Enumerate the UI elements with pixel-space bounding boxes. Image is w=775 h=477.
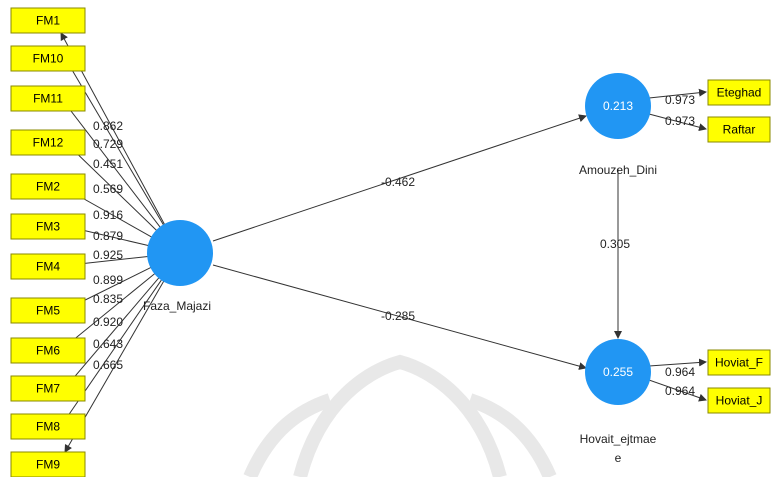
indicator-hoviat_f-label: Hoviat_F [715, 356, 763, 370]
indicator-fm7-box [10, 375, 86, 402]
indicator-fm3-box [10, 213, 86, 240]
indicator-fm12-label: FM12 [33, 136, 64, 150]
indicator-fm2[interactable]: FM2 [10, 173, 86, 200]
loading-label-fm1: 0.862 [93, 119, 123, 133]
loading-label-eteghad: 0.973 [665, 93, 695, 107]
loading-edge-fm11 [60, 97, 162, 229]
indicator-raftar[interactable]: Raftar [707, 116, 771, 143]
indicator-eteghad-label: Eteghad [717, 86, 762, 100]
indicator-fm5-box [10, 297, 86, 324]
indicator-fm10[interactable]: FM10 [10, 45, 86, 72]
loading-label-fm7: 0.920 [93, 315, 123, 329]
indicator-fm3-label: FM3 [36, 220, 60, 234]
indicator-fm7[interactable]: FM7 [10, 375, 86, 402]
indicator-fm2-box [10, 173, 86, 200]
loading-label-fm12: 0.569 [93, 182, 123, 196]
latent-amouzeh-dini-r2: 0.213 [603, 99, 633, 113]
loading-label-raftar: 0.973 [665, 114, 695, 128]
latent-name-hovait-line1: Hovait_ejtmae [580, 432, 657, 446]
loading-edge-hoviat_j [648, 379, 707, 402]
indicator-hoviat_j-label: Hoviat_J [716, 394, 763, 408]
loading-label-fm6: 0.835 [93, 292, 123, 306]
indicator-fm11-box [10, 85, 86, 112]
latent-hovait-ejtmaee-r2: 0.255 [603, 365, 633, 379]
indicator-fm12[interactable]: FM12 [10, 129, 86, 156]
indicator-hoviat_j[interactable]: Hoviat_J [707, 387, 771, 414]
loading-edge-eteghad [648, 88, 707, 99]
edges-layer [60, 32, 707, 453]
indicator-raftar-box [707, 116, 771, 143]
loading-label-fm9: 0.665 [93, 358, 123, 372]
indicator-fm11[interactable]: FM11 [10, 85, 86, 112]
loading-label-fm4: 0.925 [93, 248, 123, 262]
latent-amouzeh-dini-circle [585, 73, 651, 139]
labels-layer: 0.862 0.729 0.451 0.569 0.916 0.879 0.925 0.899… [93, 93, 695, 465]
loading-label-hoviat_f: 0.964 [665, 365, 695, 379]
loading-label-hoviat_j: 0.964 [665, 384, 695, 398]
path-coef-amouzeh-hovait: 0.305 [600, 237, 630, 251]
indicator-fm2-label: FM2 [36, 180, 60, 194]
indicator-hoviat_f[interactable]: Hoviat_F [707, 349, 771, 376]
indicator-fm8-label: FM8 [36, 420, 60, 434]
loading-edge-hoviat_f [648, 358, 707, 367]
loading-label-fm8: 0.643 [93, 337, 123, 351]
indicator-fm12-box [10, 129, 86, 156]
latent-hovait-ejtmaee-circle [585, 339, 651, 405]
indicator-raftar-label: Raftar [723, 123, 756, 137]
indicator-fm10-box [10, 45, 86, 72]
indicator-fm5[interactable]: FM5 [10, 297, 86, 324]
latent-name-amouzeh: Amouzeh_Dini [579, 163, 657, 177]
path-faza-to-amouzeh [212, 114, 587, 242]
indicator-fm3[interactable]: FM3 [10, 213, 86, 240]
indicator-eteghad-box [707, 79, 771, 106]
indicator-fm4-label: FM4 [36, 260, 60, 274]
indicator-fm11-label: FM11 [33, 92, 63, 106]
loading-label-fm11: 0.451 [93, 157, 123, 171]
path-coef-faza-amouzeh: -0.462 [381, 175, 415, 189]
loading-label-fm5: 0.899 [93, 273, 123, 287]
latent-amouzeh-dini[interactable]: 0.213 [585, 73, 651, 139]
path-coef-faza-hovait: -0.285 [381, 309, 415, 323]
indicator-fm8[interactable]: FM8 [10, 413, 86, 440]
indicator-hoviat_j-box [707, 387, 771, 414]
watermark-ornament [243, 354, 557, 477]
loading-label-fm10: 0.729 [93, 137, 123, 151]
indicator-fm6-box [10, 337, 86, 364]
indicator-fm4[interactable]: FM4 [10, 253, 86, 280]
indicator-fm7-label: FM7 [36, 382, 60, 396]
indicator-fm4-box [10, 253, 86, 280]
indicator-fm9[interactable]: FM9 [10, 451, 86, 477]
indicator-fm5-label: FM5 [36, 304, 60, 318]
indicator-fm1-label: FM1 [36, 14, 60, 28]
loading-edge-fm7 [64, 276, 161, 389]
path-faza-to-hovait [212, 264, 587, 370]
latent-faza-majazi[interactable] [147, 220, 213, 286]
indicator-fm6-label: FM6 [36, 344, 60, 358]
indicator-fm1-box [10, 7, 86, 34]
indicator-hoviat_f-box [707, 349, 771, 376]
loading-label-fm3: 0.879 [93, 229, 123, 243]
loading-edge-fm12 [64, 141, 159, 232]
indicator-fm10-label: FM10 [33, 52, 64, 66]
indicator-fm9-label: FM9 [36, 458, 60, 472]
latent-hovait-ejtmaee[interactable]: 0.255 [585, 339, 651, 405]
latent-name-faza: Faza_Majazi [143, 299, 211, 313]
indicator-fm1[interactable]: FM1 [10, 7, 86, 34]
indicator-eteghad[interactable]: Eteghad [707, 79, 771, 106]
latent-faza-majazi-circle [147, 220, 213, 286]
indicator-fm9-box [10, 451, 86, 477]
latent-name-hovait-line2: e [615, 451, 622, 465]
loading-edge-raftar [648, 113, 707, 132]
loading-edge-fm6 [60, 272, 157, 351]
indicator-fm6[interactable]: FM6 [10, 337, 86, 364]
indicator-fm8-box [10, 413, 86, 440]
loading-label-fm2: 0.916 [93, 208, 123, 222]
